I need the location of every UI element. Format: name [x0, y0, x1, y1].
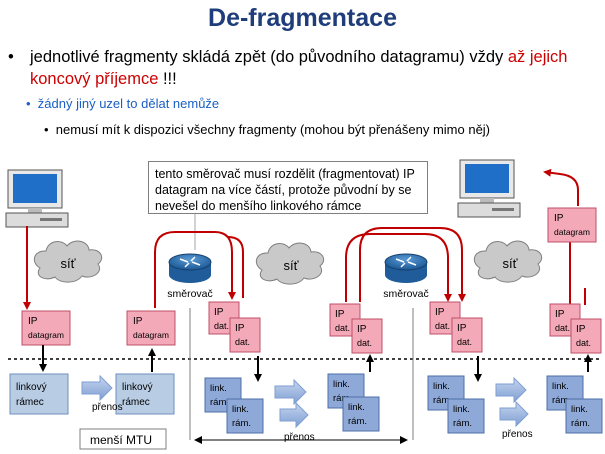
ip-datagram-1: IP datagram [21, 310, 71, 346]
ram-label: rám. [552, 395, 571, 406]
router-label-2: směrovač [383, 288, 429, 300]
network-cloud-2: síť [255, 242, 325, 285]
ip-datagram-3: IP datagram [547, 207, 597, 243]
linkovy-label: linkový [16, 382, 47, 393]
transfer-label-2: přenos [284, 432, 315, 443]
ram-label: rám. [232, 418, 251, 429]
transfer-arrow-3: přenos [495, 376, 533, 440]
transfer-label-1: přenos [92, 402, 123, 413]
ip-datagram-2: IP datagram [126, 310, 176, 346]
bullet-main-after: !!! [158, 70, 177, 88]
transfer-arrow-2: přenos [274, 378, 315, 443]
link-label: link. [232, 404, 249, 415]
transfer-label-3: přenos [502, 429, 533, 440]
dat-label: dat. [214, 321, 229, 331]
fragmentation-callout: tento směrovač musí rozdělit (fragmentov… [148, 161, 428, 214]
cloud-label-2: síť [284, 258, 299, 273]
bullet-sub-dot-icon: • [26, 96, 38, 111]
link-frame-pair-1: link. rám. link. rám. [204, 377, 264, 434]
link-label: link. [453, 404, 470, 415]
datagram-label: datagram [28, 330, 64, 340]
network-cloud-3: síť [473, 240, 543, 283]
ip-label: IP [554, 213, 564, 224]
link-frame-pair-2: link. rám. link. rám. [327, 373, 380, 432]
ramec-label: rámec [122, 397, 150, 408]
router-icon-1: směrovač [167, 253, 213, 300]
dat-label: dat. [235, 337, 250, 347]
dat-label: dat. [457, 337, 472, 347]
network-cloud-1: síť [33, 240, 103, 283]
path-arrow-7 [543, 168, 579, 206]
ram-label: rám. [348, 416, 367, 427]
bullet-subsub-dot-icon: • [44, 122, 56, 137]
ramec-label: rámec [16, 397, 44, 408]
bullet-main: • jednotlivé fragmenty skládá zpět (do p… [8, 46, 598, 90]
bullet-main-highlight: až jejich koncový příjemce [30, 48, 568, 88]
link-frame-pair-4: link. rám. link. rám. [546, 375, 603, 434]
link-label: link. [348, 402, 365, 413]
cloud-label-1: síť [61, 256, 76, 271]
link-label: link. [433, 381, 450, 392]
mtu-label: menší MTU [90, 433, 152, 447]
ip-fragment-pair-1: IP dat. IP dat. [208, 301, 261, 353]
link-frame-1: linkový rámec [9, 373, 69, 415]
datagram-label: datagram [133, 330, 169, 340]
ip-label: IP [133, 316, 143, 327]
link-frame-pair-3: link. rám. link. rám. [427, 375, 485, 434]
ip-label: IP [457, 323, 467, 334]
link-label: link. [552, 381, 569, 392]
bullet-sub-text: žádný jiný uzel to dělat nemůže [37, 96, 220, 111]
link-label: link. [571, 404, 588, 415]
ram-label: rám. [433, 395, 452, 406]
router-icon-2: směrovač [383, 253, 429, 300]
datagram-label: datagram [554, 227, 590, 237]
ip-label: IP [235, 323, 245, 334]
sender-computer-icon [5, 169, 69, 228]
ram-label: rám. [571, 418, 590, 429]
receiver-computer-icon [457, 159, 521, 218]
bullet-subsub-text: nemusí mít k dispozici všechny fragmenty… [55, 122, 491, 137]
bullet-main-before: jednotlivé fragmenty skládá zpět (do pův… [30, 48, 508, 66]
bullet-dot-icon: • [8, 48, 14, 66]
ip-label: IP [357, 324, 367, 335]
dat-label: dat. [357, 338, 372, 348]
link-label: link. [333, 379, 350, 390]
router-label-1: směrovač [167, 288, 213, 300]
transfer-arrow-1: přenos [81, 374, 123, 413]
path-arrow-5 [359, 227, 466, 302]
ip-label: IP [214, 307, 224, 318]
ram-label: rám. [210, 397, 229, 408]
linkovy-label: linkový [122, 382, 153, 393]
bullet-sub: • žádný jiný uzel to dělat nemůže [26, 96, 219, 111]
ip-label: IP [555, 309, 565, 320]
ip-fragment-pair-3: IP dat. IP dat. [429, 301, 483, 353]
dat-label: dat. [435, 321, 450, 331]
ram-label: rám. [453, 418, 472, 429]
bullet-subsub: • nemusí mít k dispozici všechny fragmen… [44, 122, 490, 137]
ip-label: IP [576, 324, 586, 335]
ip-label: IP [28, 316, 38, 327]
ip-fragment-pair-2: IP dat. IP dat. [329, 303, 383, 354]
path-arrow-4 [345, 233, 452, 302]
bullet-main-text: jednotlivé fragmenty skládá zpět (do pův… [30, 46, 598, 90]
dat-label: dat. [576, 338, 591, 348]
path-arrow-2 [154, 231, 236, 308]
dat-label: dat. [335, 323, 350, 333]
ip-fragment-pair-4: IP dat. IP dat. [549, 303, 602, 354]
slide-title: De-fragmentace [208, 4, 397, 32]
path-arrow-3 [227, 236, 244, 298]
mtu-label-box [79, 428, 167, 450]
ip-label: IP [335, 309, 345, 320]
cloud-label-3: síť [503, 256, 518, 271]
link-frame-2: linkový rámec [115, 373, 175, 415]
link-label: link. [210, 383, 227, 394]
ip-label: IP [435, 307, 445, 318]
dat-label: dat. [555, 323, 570, 333]
